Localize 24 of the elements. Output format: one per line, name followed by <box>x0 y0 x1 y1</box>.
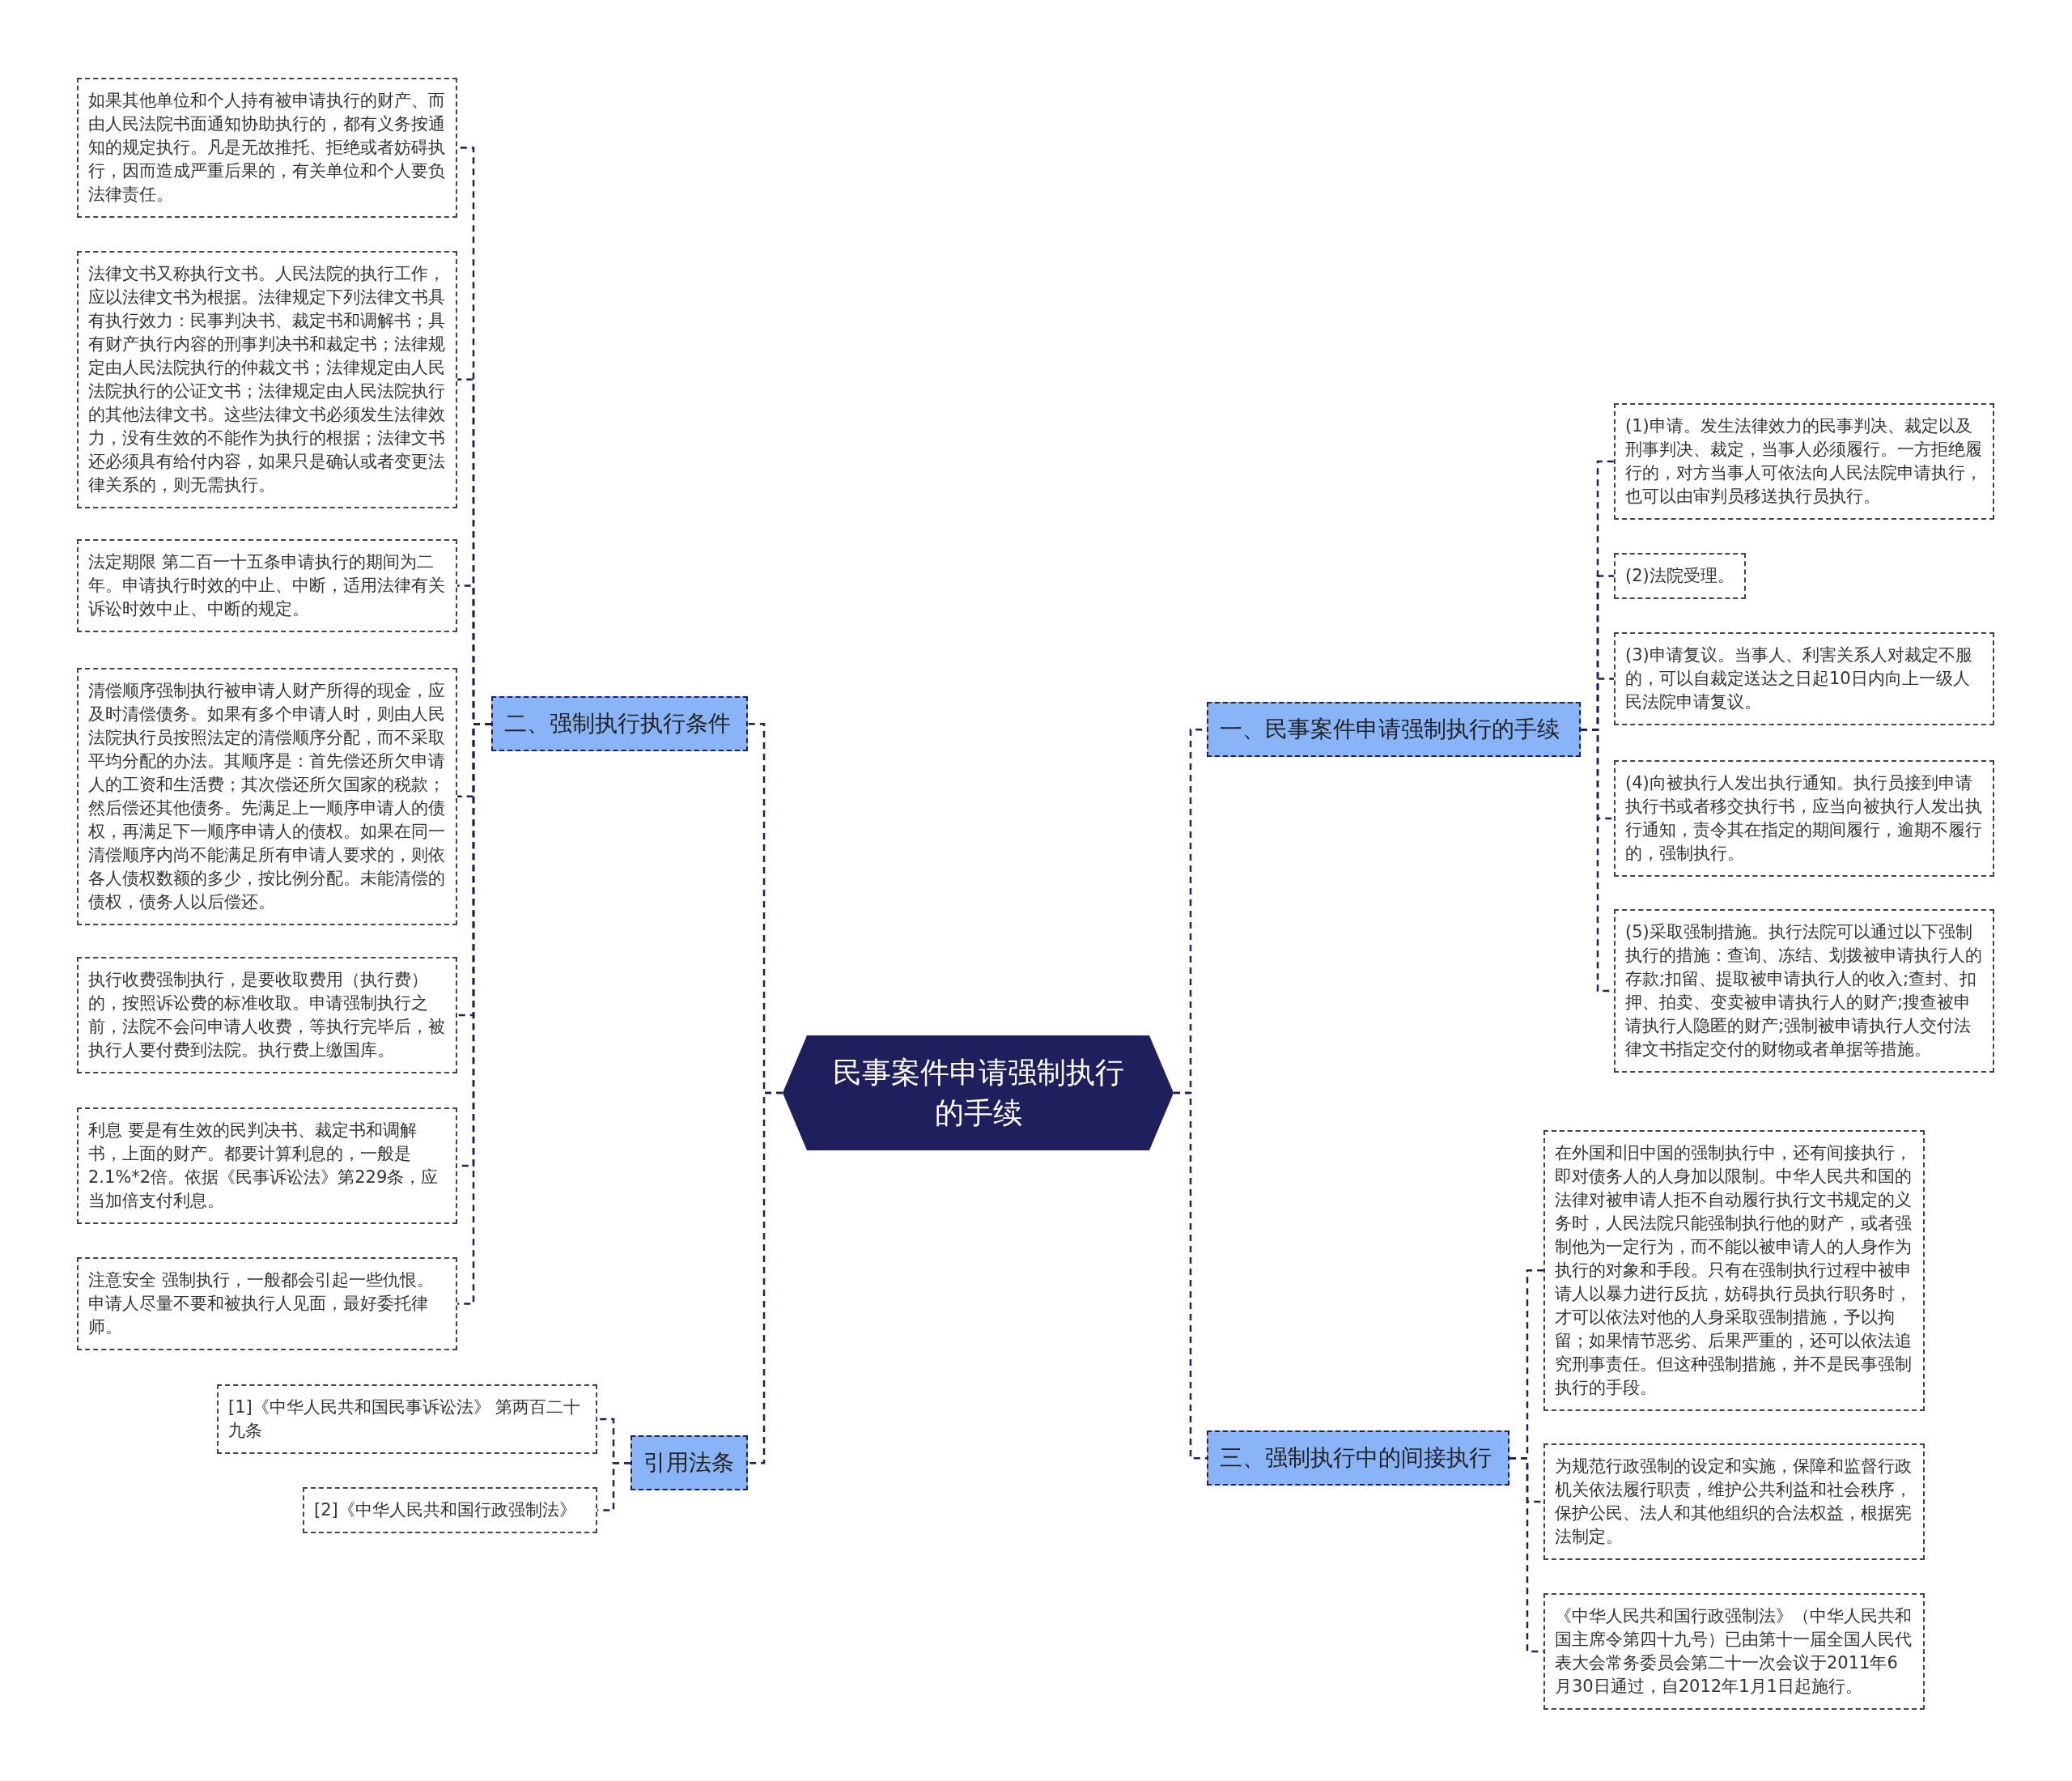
central-topic-hexagon: 民事案件申请强制执行的手续 <box>783 1035 1174 1150</box>
branch-topic-box: 引用法条 <box>631 1435 748 1491</box>
note-box: (1)申请。发生法律效力的民事判决、裁定以及刑事判决、裁定，当事人必须履行。一方拒绝履行的，对方当事人可依法向人民法院申请执行，也可以由审判员移送执行员执行。 <box>1614 403 1994 520</box>
note-box: 在外国和旧中国的强制执行中，还有间接执行，即对债务人的人身加以限制。中华人民共和国的法律对被申请人拒不自动履行执行文书规定的义务时，人民法院只能强制执行他的财产，或者强制他为一定行为，而不能以被申请人的人身作为执行的对象和手段。只有在强制执行过程中被申请人以暴力进行反抗，妨碍执行员执行职务时，才可以依法对他的人身采取强制措施，予以拘留；如果情节恶劣、后果严重的，还可以依法追究刑事责任。但这种强制措施，并不是民事强制执行的手段。 <box>1543 1130 1925 1411</box>
note-box: 清偿顺序强制执行被申请人财产所得的现金，应及时清偿债务。如果有多个申请人时，则由人民法院执行员按照法定的清偿顺序分配，而不采取平均分配的办法。其顺序是：首先偿还所欠申请人的工资和生活费；其次偿还所欠国家的税款；然后偿还其他债务。先满足上一顺序申请人的债权，再满足下一顺序申请人的债权。如果在同一清偿顺序内尚不能满足所有申请人要求的，则依各人债权数额的多少，按比例分配。未能清偿的债权，债务人以后偿还。 <box>77 668 457 925</box>
note-box: 注意安全 强制执行，一般都会引起一些仇恨。申请人尽量不要和被执行人见面，最好委托律师。 <box>77 1257 457 1350</box>
note-box: 法律文书又称执行文书。人民法院的执行工作，应以法律文书为根据。法律规定下列法律文书具有执行效力：民事判决书、裁定书和调解书；具有财产执行内容的刑事判决书和裁定书；法律规定由人民法院执行的仲裁文书；法律规定由人民法院执行的公证文书；法律规定由人民法院执行的其他法律文书。这些法律文书必须发生法律效力，没有生效的不能作为执行的根据；法律文书还必须具有给付内容，如果只是确认或者变更法律关系的，则无需执行。 <box>77 251 457 508</box>
note-box: (5)采取强制措施。执行法院可以通过以下强制执行的措施：查询、冻结、划拨被申请执行人的存款;扣留、提取被申请执行人的收入;查封、扣押、拍卖、变卖被申请执行人的财产;搜查被申请执行人隐匿的财产;强制被申请执行人交付法律文书指定交付的财物或者单据等措施。 <box>1614 909 1994 1073</box>
note-box: 为规范行政强制的设定和实施，保障和监督行政机关依法履行职责，维护公共利益和社会秩序，保护公民、法人和其他组织的合法权益，根据宪法制定。 <box>1543 1443 1925 1560</box>
note-box: (2)法院受理。 <box>1614 553 1746 599</box>
note-box: (4)向被执行人发出执行通知。执行员接到申请执行书或者移交执行书，应当向被执行人发出执行通知，责令其在指定的期间履行，逾期不履行的，强制执行。 <box>1614 760 1994 877</box>
branch-topic-box: 三、强制执行中的间接执行 <box>1207 1430 1509 1486</box>
note-box: 利息 要是有生效的民判决书、裁定书和调解书，上面的财产。都要计算利息的，一般是2.1%*2倍。依据《民事诉讼法》第229条，应当加倍支付利息。 <box>77 1107 457 1224</box>
note-box: 法定期限 第二百一十五条申请执行的期间为二年。申请执行时效的中止、中断，适用法律有关诉讼时效中止、中断的规定。 <box>77 539 457 632</box>
note-box: [2]《中华人民共和国行政强制法》 <box>303 1487 597 1533</box>
note-box: (3)申请复议。当事人、利害关系人对裁定不服的，可以自裁定送达之日起10日内向上一级人民法院申请复议。 <box>1614 632 1994 725</box>
note-box: 如果其他单位和个人持有被申请执行的财产、而由人民法院书面通知协助执行的，都有义务按通知的规定执行。凡是无故推托、拒绝或者妨碍执行，因而造成严重后果的，有关单位和个人要负法律责任。 <box>77 78 457 218</box>
connector-line <box>748 1091 783 1464</box>
connector-line <box>1174 1091 1207 1460</box>
note-box: [1]《中华人民共和国民事诉讼法》 第两百二十九条 <box>217 1384 597 1454</box>
branch-topic-box: 二、强制执行执行条件 <box>491 696 748 752</box>
branch-topic-box: 一、民事案件申请强制执行的手续 <box>1207 702 1581 758</box>
note-box: 执行收费强制执行，是要收取费用（执行费）的，按照诉讼费的标准收取。申请强制执行之前，法院不会问申请人收费，等执行完毕后，被执行人要付费到法院。执行费上缴国库。 <box>77 957 457 1073</box>
note-box: 《中华人民共和国行政强制法》（中华人民共和国主席令第四十九号）已由第十一届全国人民代表大会常务委员会第二十一次会议于2011年6月30日通过，自2012年1月1日起施行。 <box>1543 1593 1925 1710</box>
